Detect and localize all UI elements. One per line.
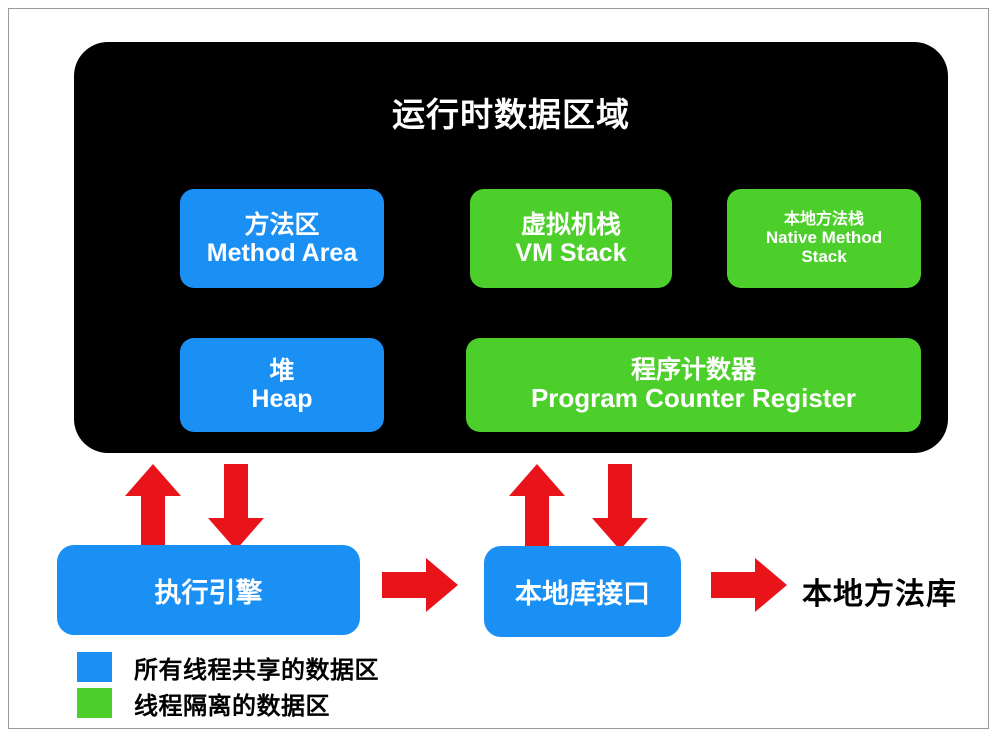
region-program-counter-register-label-cn: 程序计数器 — [630, 356, 756, 385]
legend-item-shared: 所有线程共享的数据区 — [77, 649, 379, 685]
region-method-area-label-cn: 方法区 — [244, 210, 320, 239]
native-method-library-label: 本地方法库 — [802, 578, 957, 611]
region-program-counter-register: 程序计数器 Program Counter Register — [466, 338, 921, 432]
arrow-up-icon — [509, 464, 565, 550]
legend-swatch-isolated — [77, 688, 112, 718]
runtime-data-area-panel: 运行时数据区域 方法区 Method Area 虚拟机栈 VM Stack 本地… — [74, 42, 948, 453]
region-program-counter-register-label-en: Program Counter Register — [530, 383, 857, 414]
execution-engine-label: 执行引擎 — [154, 577, 263, 608]
region-vm-stack-label-en: VM Stack — [515, 238, 627, 267]
region-method-area-label-en: Method Area — [206, 238, 358, 267]
region-heap: 堆 Heap — [180, 338, 384, 432]
legend-label-shared: 所有线程共享的数据区 — [134, 656, 379, 684]
region-native-method-stack-label-cn: 本地方法栈 — [783, 210, 864, 228]
legend-label-isolated: 线程隔离的数据区 — [134, 692, 330, 720]
native-library-interface-label: 本地库接口 — [515, 579, 650, 609]
region-heap-label-cn: 堆 — [269, 357, 295, 385]
legend-item-isolated: 线程隔离的数据区 — [77, 685, 379, 721]
native-library-interface-box: 本地库接口 — [484, 546, 681, 637]
arrow-down-icon — [208, 464, 264, 550]
arrow-up-icon — [125, 464, 181, 550]
region-vm-stack: 虚拟机栈 VM Stack — [470, 189, 672, 288]
arrow-right-icon — [711, 558, 787, 612]
diagram-frame: 运行时数据区域 方法区 Method Area 虚拟机栈 VM Stack 本地… — [8, 8, 989, 729]
runtime-data-area-title: 运行时数据区域 — [392, 96, 630, 133]
arrow-right-icon — [382, 558, 458, 612]
legend: 所有线程共享的数据区 线程隔离的数据区 — [77, 649, 379, 721]
region-native-method-stack-label-en2: Stack — [801, 247, 847, 267]
execution-engine-box: 执行引擎 — [57, 545, 360, 635]
region-method-area: 方法区 Method Area — [180, 189, 384, 288]
region-native-method-stack-label-en: Native Method — [765, 228, 883, 248]
arrow-down-icon — [592, 464, 648, 550]
legend-swatch-shared — [77, 652, 112, 682]
region-heap-label-en: Heap — [251, 385, 313, 413]
region-native-method-stack: 本地方法栈 Native Method Stack — [727, 189, 921, 288]
region-vm-stack-label-cn: 虚拟机栈 — [520, 210, 621, 239]
